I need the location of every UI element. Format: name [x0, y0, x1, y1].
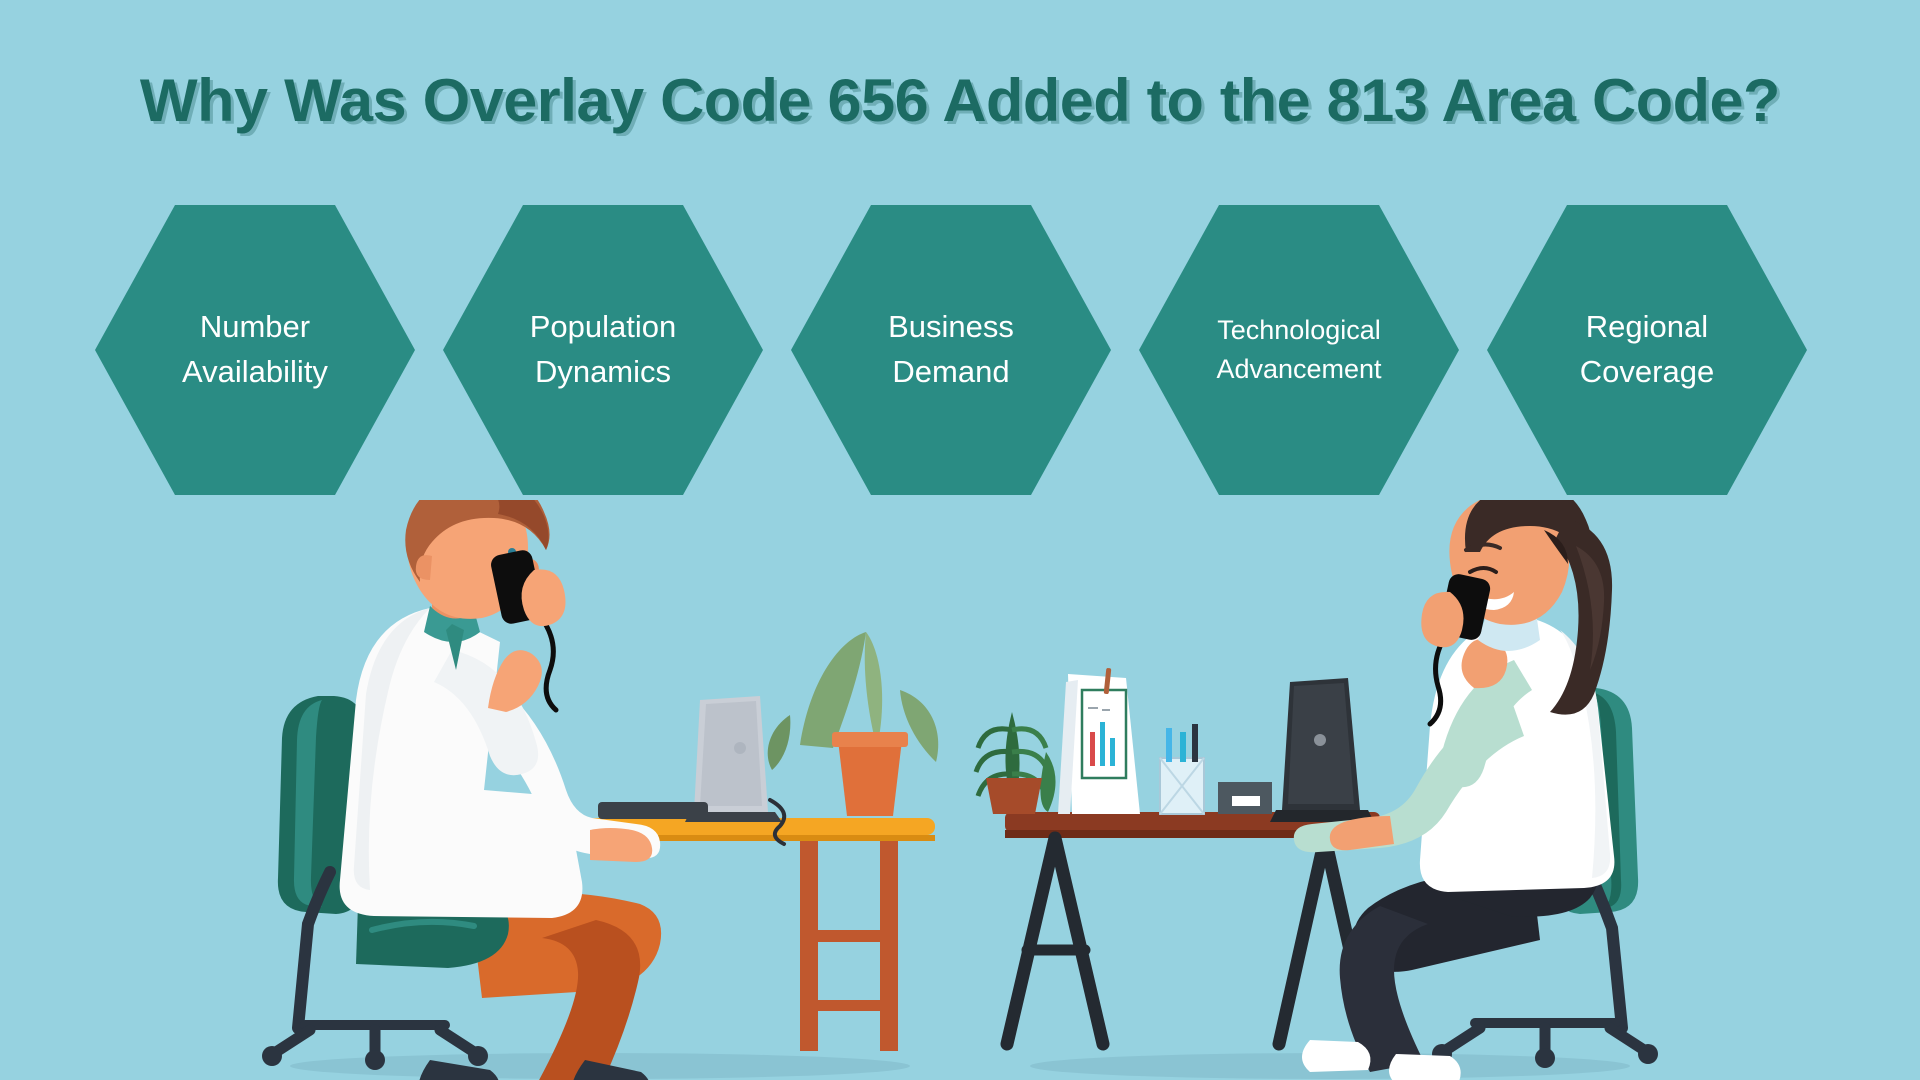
hexagon-technological-advancement[interactable]: Technological Advancement	[1139, 205, 1459, 495]
framed-chart	[1058, 668, 1140, 814]
hexagon-label: Technological Advancement	[1216, 314, 1382, 384]
right-workstation	[973, 500, 1658, 1080]
wooden-stool	[800, 836, 898, 1051]
potted-plant-on-stool	[767, 632, 939, 816]
hexagon-number-availability[interactable]: Number Availability	[95, 205, 415, 495]
man-on-phone	[339, 500, 662, 1080]
left-chair	[262, 696, 488, 1070]
hexagon-label: Population Dynamics	[529, 309, 677, 389]
office-illustration	[0, 500, 1920, 1080]
hexagon-regional-coverage[interactable]: Regional Coverage	[1487, 205, 1807, 495]
hexagon-label: Business Demand	[888, 309, 1014, 389]
hexagon-label: Regional Coverage	[1579, 309, 1715, 389]
page-title: Why Was Overlay Code 656 Added to the 81…	[140, 67, 1780, 135]
left-keyboard	[598, 802, 708, 819]
pencil-cup	[1159, 724, 1205, 815]
hexagon-label: Number Availability	[182, 309, 328, 389]
woman-on-phone	[1293, 500, 1615, 1080]
desk-box	[1218, 782, 1272, 814]
left-workstation	[262, 500, 939, 1080]
left-laptop	[685, 696, 787, 846]
small-fern-plant	[973, 712, 1056, 814]
right-laptop	[1270, 678, 1374, 822]
hexagon-population-dynamics[interactable]: Population Dynamics	[443, 205, 763, 495]
hexagon-business-demand[interactable]: Business Demand	[791, 205, 1111, 495]
hexagon-row: Number Availability Population Dynamics …	[0, 205, 1920, 495]
title-container: Why Was Overlay Code 656 Added to the 81…	[0, 26, 1920, 175]
